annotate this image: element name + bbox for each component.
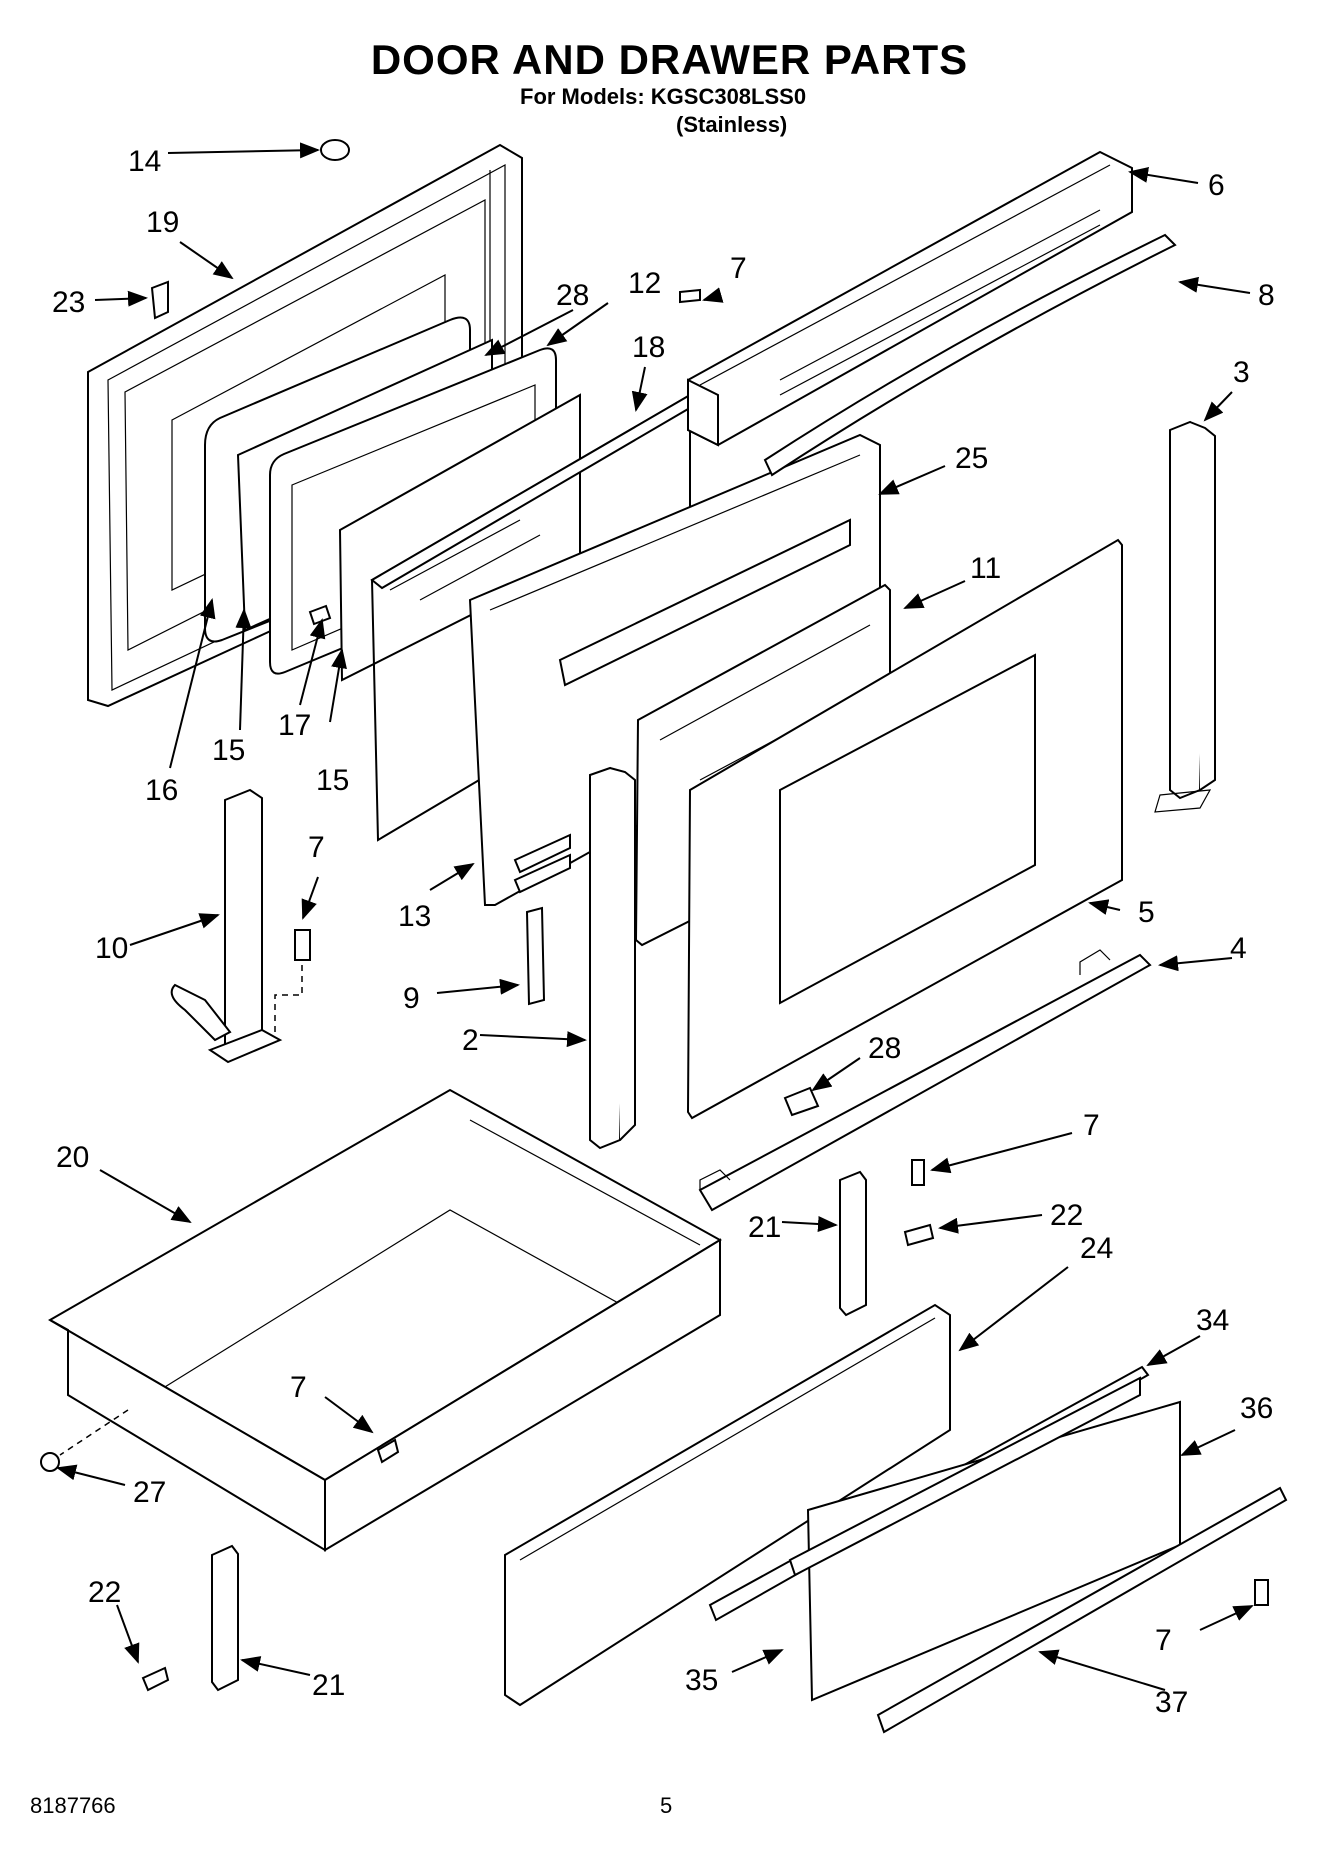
document-number: 8187766 [30,1793,116,1818]
part-5-outer-door-panel [686,538,1123,1120]
part-7-screw-panel [1254,1579,1269,1606]
part-21-drawer-slide-lower [211,1544,239,1692]
part-9-spacer [525,906,546,1006]
part-24-drawer-front [504,1303,951,1707]
callout-label: 8 [1258,279,1275,312]
part-13-door-frame [468,433,881,906]
callout-label: 7 [730,252,747,285]
part-20-storage-drawer [48,1088,722,1552]
callout-label: 22 [88,1576,121,1609]
part-7-screw-drawer [376,1438,400,1464]
callout-label: 28 [868,1032,901,1065]
callout-label: 10 [95,932,128,965]
part-22-screw-upper [903,1223,935,1247]
callout-label: 23 [52,286,85,319]
callout-label: 16 [145,774,178,807]
callout-label: 13 [398,900,431,933]
part-22-screw-lower [141,1666,170,1692]
part-35-panel-front [788,1376,1141,1577]
callout-label: 27 [133,1476,166,1509]
callout-label: 7 [1083,1109,1100,1142]
part-8-door-handle [763,233,1177,477]
callout-label: 35 [685,1664,718,1697]
callout-label: 4 [1230,932,1247,965]
callout-label: 17 [278,709,311,742]
part-7-screw-top [679,288,701,304]
callout-label: 19 [146,206,179,239]
page-number: 5 [660,1793,673,1818]
part-14-bumper [320,139,350,161]
callout-labels: 14 19 23 28 12 18 7 6 8 3 25 11 16 15 17… [52,145,1275,1719]
callout-label: 22 [1050,1199,1083,1232]
part-10-hinge [170,788,303,1064]
callout-label: 2 [462,1024,479,1057]
callout-label: 25 [955,442,988,475]
callout-label: 9 [403,982,420,1015]
part-23-clip [150,280,169,320]
callout-label: 21 [312,1669,345,1702]
callout-label: 15 [212,734,245,767]
part-2-side-trim [589,766,636,1150]
model-number: For Models: KGSC308LSS0 [520,84,807,109]
part-21-drawer-slide-upper [839,1170,867,1317]
part-3-side-trim [1154,420,1216,813]
callout-label: 12 [628,267,661,300]
part-28-bracket [783,1086,820,1117]
callout-label: 15 [316,764,349,797]
part-37-bottom-trim [876,1486,1288,1734]
callout-label: 3 [1233,356,1250,389]
callout-label: 11 [970,552,1001,585]
callout-leader-lines [56,142,1254,1691]
part-7-screw-hinge [294,929,311,961]
callout-label: 24 [1080,1232,1113,1265]
callout-label: 5 [1138,896,1155,929]
part-7-screw-rail [911,1159,925,1186]
part-4-bottom-trim-rail [698,949,1152,1212]
part-6-vent-panel [687,150,1133,447]
callout-label: 34 [1196,1304,1229,1337]
callout-label: 6 [1208,169,1225,202]
callout-label: 20 [56,1141,89,1174]
model-finish: (Stainless) [676,112,788,137]
callout-label: 37 [1155,1686,1188,1719]
part-27-screw [40,1452,60,1472]
callout-label: 21 [748,1211,781,1244]
callout-label: 7 [308,831,325,864]
callout-label: 7 [1155,1624,1172,1657]
page-title: DOOR AND DRAWER PARTS [370,36,969,83]
callout-label: 36 [1240,1392,1273,1425]
callout-label: 14 [128,145,161,178]
callout-label: 7 [290,1371,307,1404]
callout-label: 28 [556,279,589,312]
callout-label: 18 [632,331,665,364]
